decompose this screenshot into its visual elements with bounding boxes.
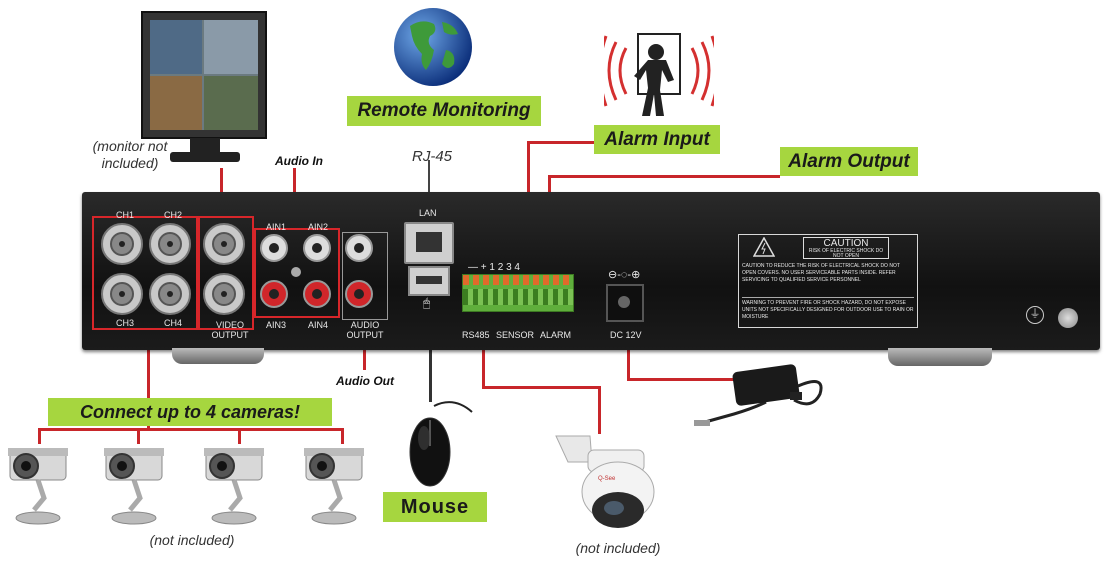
alarm-output-label: Alarm Output [780, 147, 918, 176]
audio-output-label: AUDIO OUTPUT [346, 320, 384, 340]
wire-cam3-drop [238, 428, 241, 444]
alarm-label: ALARM [540, 330, 572, 340]
wire-cameras-trunk [147, 326, 150, 402]
caution-triangle-icon [753, 237, 775, 257]
rca-ain2[interactable] [303, 234, 331, 262]
ch1-label: CH1 [116, 210, 135, 220]
caution-sub: RISK OF ELECTRIC SHOCK DO NOT OPEN [808, 248, 884, 259]
rca-ain3[interactable] [260, 280, 288, 308]
globe-icon [394, 8, 472, 86]
sensor-label: SENSOR [496, 330, 535, 340]
video-output-box [198, 216, 254, 330]
wire-audio-out-vertical [363, 340, 366, 370]
wire-rs485-vertical [482, 336, 485, 388]
ain1-label: AIN1 [266, 222, 287, 232]
bnc-ch4[interactable] [149, 273, 191, 315]
audio-out-label: Audio Out [336, 374, 394, 388]
ch2-label: CH2 [164, 210, 183, 220]
rca-audio-in-jacks [260, 234, 373, 308]
ch4-label: CH4 [164, 318, 183, 328]
monitor-icon [141, 11, 267, 162]
caution-title: CAUTION [823, 238, 869, 249]
alarm-person-icon [604, 33, 714, 116]
camera-icon-2 [104, 448, 164, 525]
monitor-note: (monitor not included) [92, 138, 168, 171]
video-output-label: VIDEO OUTPUT [211, 320, 249, 340]
remote-monitoring-label: Remote Monitoring [347, 96, 541, 126]
wire-dc-horizontal [627, 378, 735, 381]
camera-icon-4 [304, 448, 364, 525]
mouse-label: Mouse [383, 492, 487, 522]
power-adapter-icon [694, 364, 823, 426]
caution-label: CAUTION RISK OF ELECTRIC SHOCK DO NOT OP… [738, 234, 918, 328]
rca-audio-out-1[interactable] [345, 234, 373, 262]
bnc-connectors [101, 223, 245, 315]
dvr-rear-panel [82, 192, 1100, 350]
dc-power-jack[interactable] [606, 284, 644, 322]
lan-label: LAN [419, 208, 437, 218]
terminal-block[interactable] [462, 274, 574, 312]
bnc-ch2[interactable] [149, 223, 191, 265]
bnc-video-output-1[interactable] [203, 223, 245, 265]
usb-port[interactable] [408, 266, 450, 296]
ain4-label: AIN4 [308, 320, 329, 330]
wire-cam4-drop [341, 428, 344, 444]
caution-text: CAUTION TO REDUCE THE RISK OF ELECTRICAL… [742, 263, 900, 283]
bnc-ch3[interactable] [101, 273, 143, 315]
wire-alarm-in-horizontal [527, 141, 597, 144]
wire-mouse-vertical [429, 312, 432, 402]
audio-in-label: Audio In [275, 154, 323, 168]
rca-ain4[interactable] [303, 280, 331, 308]
warning-text: WARNING TO PREVENT FIRE OR SHOCK HAZARD,… [742, 297, 914, 321]
cameras-not-included: (not included) [149, 532, 235, 548]
ch3-label: CH3 [116, 318, 135, 328]
connect-cameras-label: Connect up to 4 cameras! [48, 398, 332, 426]
rca-ain1[interactable] [260, 234, 288, 262]
ptz-not-included: (not included) [575, 540, 661, 556]
usb-mouse-icon: 🖱 [423, 296, 431, 310]
dc-label: DC 12V [610, 330, 642, 340]
wire-cam1-drop [38, 428, 41, 444]
ground-icon: ⏚ [1026, 306, 1044, 324]
audio-in-box [254, 228, 340, 318]
rs485-label: RS485 [462, 330, 490, 340]
wire-cameras-bus [38, 428, 344, 431]
dc-polarity-icon: ⊖-◌-⊕ [608, 269, 641, 281]
camera-inputs-box [92, 216, 198, 330]
ain2-label: AIN2 [308, 222, 329, 232]
rca-audio-out-2[interactable] [345, 280, 373, 308]
bnc-ch1[interactable] [101, 223, 143, 265]
ptz-camera-icon: Q-See [555, 435, 655, 528]
ain3-label: AIN3 [266, 320, 287, 330]
wire-rs485-horizontal [482, 386, 600, 389]
rj45-label: RJ-45 [412, 148, 453, 165]
panel-foot-right [888, 348, 992, 366]
terminal-top-labels: — + 1 2 3 4 [468, 262, 520, 273]
mouse-icon [409, 401, 473, 487]
wire-cam2-drop [137, 428, 140, 444]
svg-text:Q-See: Q-See [598, 476, 616, 482]
alarm-input-label: Alarm Input [594, 125, 720, 154]
panel-foot-left [172, 348, 264, 364]
wire-alarm-out-horizontal [548, 175, 780, 178]
bnc-video-output-2[interactable] [203, 273, 245, 315]
camera-icon-1 [8, 448, 68, 525]
wire-lan-vertical [428, 160, 430, 208]
ground-screw[interactable] [1058, 308, 1078, 328]
lan-port[interactable] [404, 222, 454, 264]
wire-ptz-vertical [598, 386, 601, 434]
camera-icon-3 [204, 448, 264, 525]
audio-output-box [342, 232, 388, 320]
